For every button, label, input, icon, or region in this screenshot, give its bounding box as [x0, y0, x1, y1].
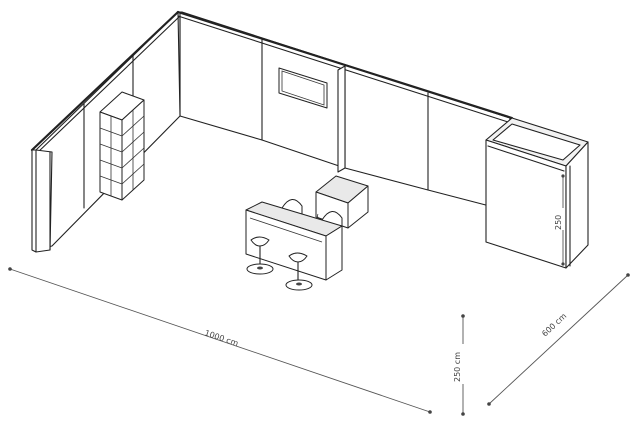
dimension-depth: 600 cm [487, 273, 630, 406]
bar-stool-left [246, 236, 274, 275]
storage-room: 250 [485, 117, 589, 269]
height-label: 250 cm [453, 352, 462, 382]
bar-stool-right [285, 252, 313, 291]
dimension-length: 1000 cm [8, 267, 432, 414]
reception-counter [245, 199, 343, 281]
cube-shelf [99, 91, 145, 201]
back-wall [176, 10, 514, 211]
dimension-height: 250 cm [452, 314, 465, 416]
storage-height-label: 250 [554, 215, 563, 230]
wall-screen [278, 67, 328, 109]
